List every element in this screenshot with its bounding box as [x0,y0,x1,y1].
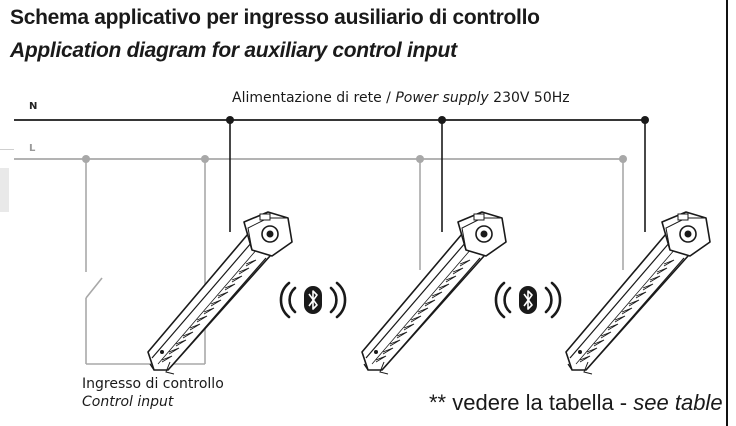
neutral-junction-2 [438,116,446,124]
page-tab-line [0,149,14,150]
control-switch [85,277,103,299]
note-it: vedere la tabella - [452,390,628,415]
note-marker: ** [429,390,447,415]
see-table-note: ** vedere la tabella - see table [429,390,723,416]
line-junction-2 [416,155,424,163]
power-supply-separator: / [386,90,391,106]
control-input-label: Ingresso di controllo Control input [82,375,224,411]
line-junction-3 [619,155,627,163]
note-en: see table [633,390,723,415]
bluetooth-icon [279,281,347,319]
neutral-junction-1 [226,116,234,124]
power-supply-it: Alimentazione di rete [232,90,382,106]
title-english: Application diagram for auxiliary contro… [10,39,457,62]
line-junction-1 [201,155,209,163]
fixture-2 [361,211,507,375]
line-label: L [29,143,36,154]
neutral-junction-3 [641,116,649,124]
page-tab [0,168,9,212]
control-input-it: Ingresso di controllo [82,376,224,392]
power-supply-label: Alimentazione di rete / Power supply 230… [232,90,570,106]
fixture-1 [147,211,293,375]
bluetooth-icon [494,281,562,319]
neutral-label: N [29,101,37,112]
fixture-3 [565,211,711,375]
power-supply-rating: 230V 50Hz [493,90,570,106]
power-supply-en: Power supply [395,90,489,106]
control-input-en: Control input [82,394,174,410]
right-border-rule [726,0,728,426]
title-italian: Schema applicativo per ingresso ausiliar… [10,6,540,29]
